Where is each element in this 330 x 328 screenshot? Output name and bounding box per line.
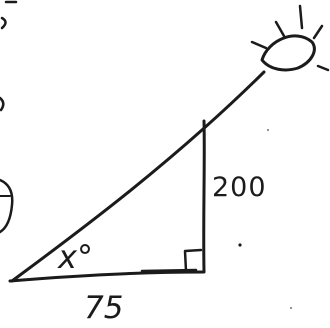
right-angle-mark <box>183 248 203 273</box>
stray-dot <box>238 243 242 247</box>
height-line <box>202 119 206 273</box>
base-line <box>8 270 206 283</box>
hypotenuse-line <box>10 70 266 283</box>
edge-marks <box>0 0 18 234</box>
height-label: 200 <box>212 172 267 203</box>
base-label: 75 <box>84 290 123 326</box>
lamp-icon <box>250 4 330 72</box>
angle-label: x° <box>57 238 93 276</box>
